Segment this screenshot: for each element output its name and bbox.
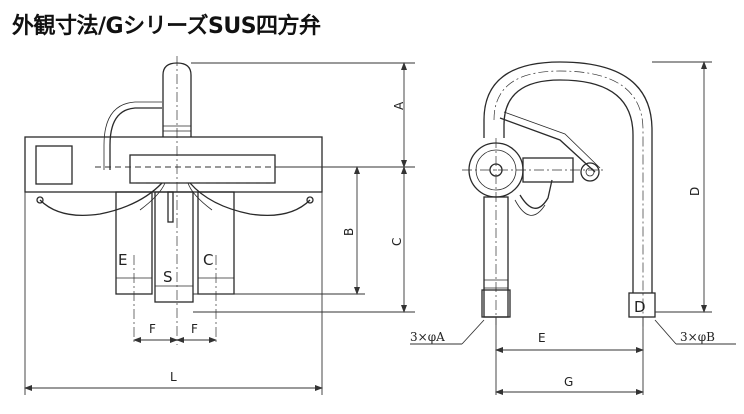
label-a: A [392, 101, 406, 110]
label-e-side: E [538, 331, 546, 345]
pilot-valve [129, 154, 276, 184]
label-f-left: F [149, 322, 156, 336]
page-title: 外観寸法/GシリーズSUS四方弁 [12, 14, 321, 39]
side-nut [580, 162, 600, 182]
coil-box [35, 145, 73, 185]
callout-a: 3×φA [410, 330, 445, 344]
label-f-right: F [191, 322, 198, 336]
label-l: L [170, 370, 177, 384]
tube-s [154, 191, 194, 303]
tube-d [628, 292, 656, 318]
port-d-label: D [634, 298, 646, 316]
capillary-tube [109, 107, 162, 170]
capillary-right [189, 182, 311, 217]
callout-b: 3×φB [680, 330, 715, 344]
port-c-label: C [203, 251, 213, 269]
label-c: C [390, 238, 404, 246]
port-s-label: S [163, 268, 173, 286]
port-e-label: E [118, 251, 127, 269]
side-capillary [499, 117, 596, 173]
u-bend-inner [503, 79, 634, 293]
u-bend-outer [483, 61, 653, 293]
label-d: D [688, 187, 702, 196]
side-pilot-body [522, 157, 574, 183]
label-b: B [342, 228, 356, 236]
side-view: D D E G 3×φA 3×φB [410, 61, 736, 395]
capillary-left [39, 182, 163, 217]
front-view: E S C F F L A B C [24, 56, 415, 395]
label-g: G [564, 375, 573, 389]
